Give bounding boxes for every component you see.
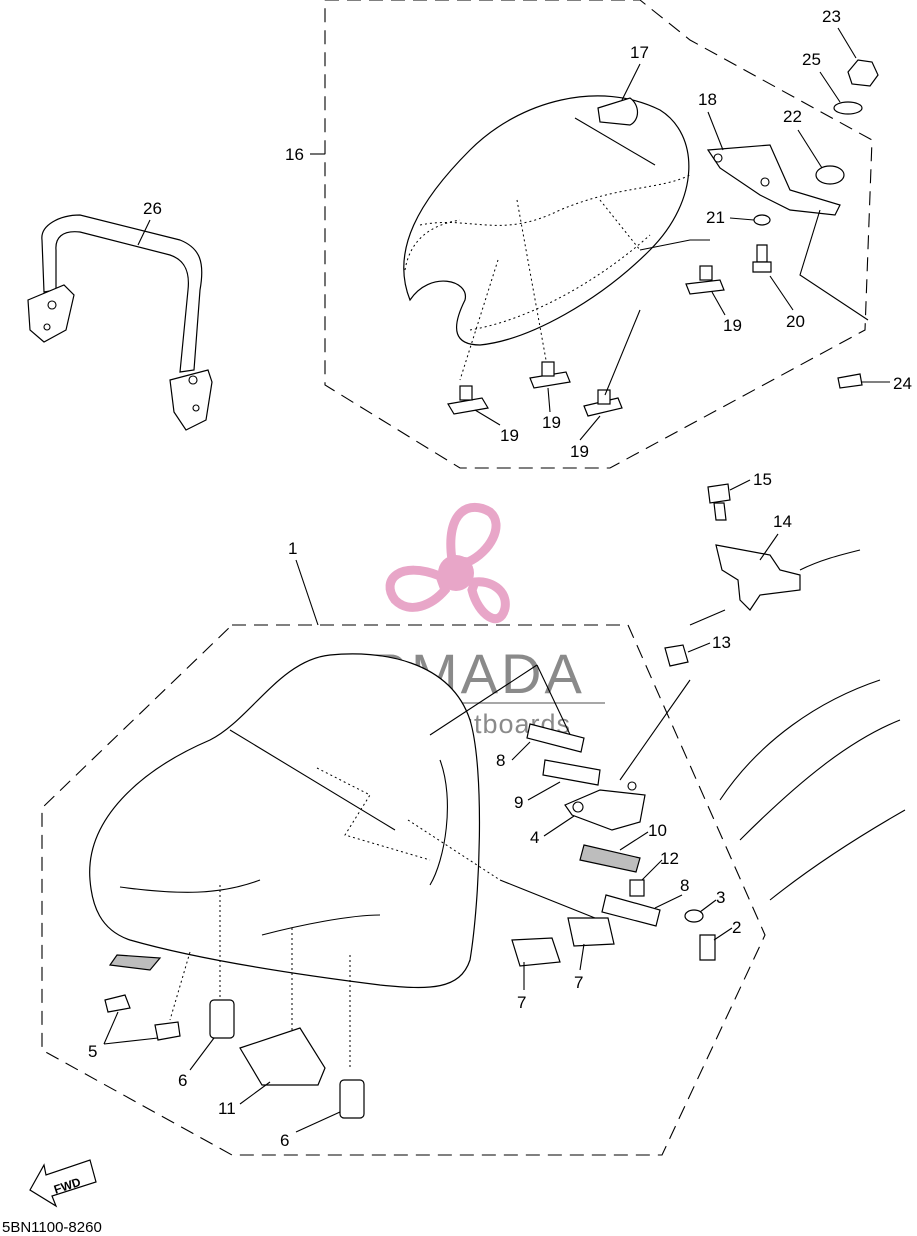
callout-10: 10 (648, 821, 667, 840)
callout-22: 22 (783, 107, 802, 126)
callout-12: 12 (660, 849, 679, 868)
callout-7-b: 7 (574, 973, 583, 992)
grab-strap-part (27, 214, 213, 431)
callout-19-c: 19 (542, 413, 561, 432)
callout-19-d: 19 (570, 442, 589, 461)
callout-6-b: 6 (280, 1131, 289, 1150)
rear-seat-assembly (324, 0, 879, 469)
callout-18: 18 (698, 90, 717, 109)
callout-8-a: 8 (496, 751, 505, 770)
callout-11: 11 (218, 1099, 236, 1118)
callout-25: 25 (802, 50, 821, 69)
callout-24: 24 (893, 374, 912, 393)
diagram-code: 5BN1100-8260 (2, 1219, 102, 1236)
propeller-logo-icon (385, 502, 510, 624)
callout-23: 23 (822, 7, 841, 26)
callout-7-a: 7 (517, 993, 526, 1012)
main-seat-assembly (41, 483, 906, 1156)
callout-16: 16 (285, 145, 304, 164)
callout-3: 3 (716, 888, 725, 907)
callouts: 16 17 18 23 25 22 21 20 24 19 19 19 19 2… (88, 7, 912, 1150)
callout-15: 15 (753, 470, 772, 489)
callout-2: 2 (732, 918, 741, 937)
callout-20: 20 (786, 312, 805, 331)
callout-17: 17 (630, 43, 649, 62)
callout-14: 14 (773, 512, 792, 531)
callout-8-b: 8 (680, 876, 689, 895)
callout-6-a: 6 (178, 1071, 187, 1090)
callout-5: 5 (88, 1042, 97, 1061)
callout-21: 21 (706, 208, 725, 227)
callout-13: 13 (712, 633, 731, 652)
callout-19-a: 19 (723, 316, 742, 335)
callout-19-b: 19 (500, 426, 519, 445)
callout-4: 4 (530, 828, 539, 847)
callout-26: 26 (143, 199, 162, 218)
callout-1: 1 (288, 539, 297, 558)
fwd-arrow-icon: FWD (29, 1159, 97, 1208)
callout-9: 9 (514, 793, 523, 812)
